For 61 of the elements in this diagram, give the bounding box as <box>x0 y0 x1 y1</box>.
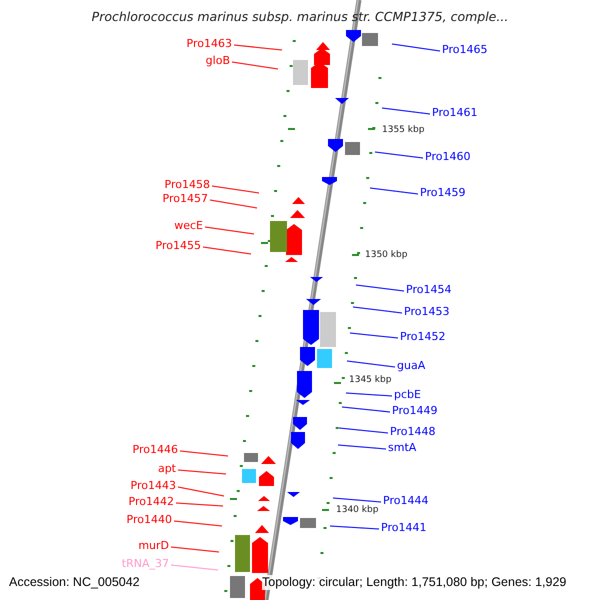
map-title: Prochlorococcus marinus subsp. marinus str. CCMP1375, comple... <box>90 10 510 23</box>
gene-label: Pro1444 <box>383 494 428 507</box>
gene-label: smtA <box>388 441 416 454</box>
leader-line <box>170 564 218 570</box>
leader-line <box>346 392 392 396</box>
leader-line <box>332 498 382 502</box>
leader-line <box>338 428 388 434</box>
gene-label: Pro1461 <box>432 106 478 119</box>
gene-label: Pro1453 <box>404 305 450 318</box>
leader-line <box>342 406 390 412</box>
leader-line <box>178 470 226 474</box>
leader-line <box>178 486 224 496</box>
gene-label: gloB <box>206 54 230 67</box>
leader-line <box>374 152 424 158</box>
leader-line <box>170 546 220 552</box>
leader-line <box>212 186 260 194</box>
leader-line <box>176 502 224 506</box>
gene-label: Pro1459 <box>420 186 466 199</box>
gene-label: Pro1440 <box>126 513 172 526</box>
leader-line <box>174 520 222 526</box>
scale-label: 1355 kbp <box>382 124 424 137</box>
gene-label: Pro1452 <box>400 330 446 343</box>
footer-text: Topology: circular; Length: 1,751,080 bp; Genes: 1,929 <box>262 575 566 590</box>
leader-line <box>346 360 396 368</box>
leader-line <box>202 246 252 254</box>
leader-line <box>232 62 278 70</box>
scale-label: 1345 kbp <box>349 374 392 387</box>
gene-label: Pro1448 <box>390 425 436 438</box>
leader-line <box>356 284 404 292</box>
gene-label: wecE <box>174 219 203 232</box>
leader-line <box>210 200 258 208</box>
gene-label: Pro1442 <box>128 495 174 508</box>
scale-label: 1350 kbp <box>365 249 408 262</box>
gene-label: pcbE <box>394 388 421 401</box>
footer-text: Accession: NC_005042 <box>9 575 140 590</box>
leader-line <box>204 226 254 234</box>
gene-label: Pro1446 <box>132 443 178 456</box>
leader-line <box>234 44 282 50</box>
gene-label: Pro1443 <box>130 479 176 492</box>
leader-line <box>382 108 430 114</box>
leader-line <box>338 444 386 450</box>
gene-label: Pro1457 <box>162 192 208 205</box>
leader-line <box>180 450 228 456</box>
scale-label: 1340 kbp <box>336 504 378 517</box>
gene-label: guaA <box>397 359 426 372</box>
leader-line <box>392 44 440 52</box>
leader-line <box>330 526 380 530</box>
leader-line <box>352 306 402 314</box>
gene-label: murD <box>138 539 169 552</box>
gene-label: Pro1465 <box>442 43 488 56</box>
leader-line <box>370 188 418 194</box>
gene-label: Pro1455 <box>156 239 201 252</box>
gene-label: Pro1449 <box>392 404 438 417</box>
gene-label: Pro1458 <box>164 178 210 191</box>
gene-label: tRNA_37 <box>122 557 169 570</box>
gene-label: Pro1454 <box>406 283 452 296</box>
leader-line <box>350 332 398 338</box>
gene-label: Pro1460 <box>425 150 470 163</box>
gene-label: Pro1463 <box>186 37 232 50</box>
gene-label: apt <box>158 462 176 475</box>
gene-label: Pro1441 <box>381 521 426 534</box>
